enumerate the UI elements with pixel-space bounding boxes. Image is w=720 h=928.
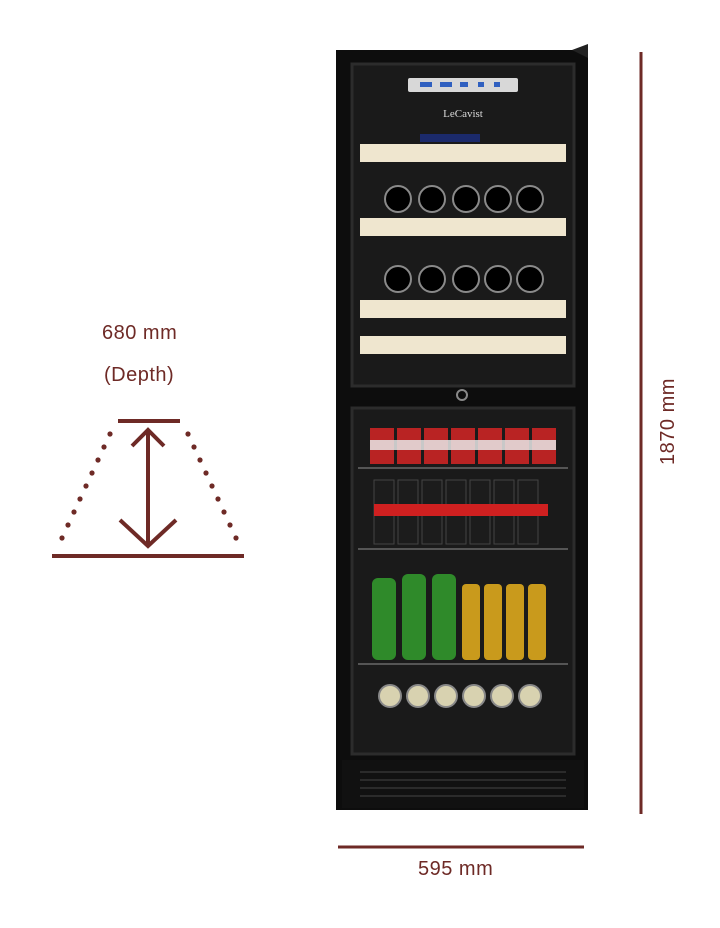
depth-value-label: 680 mm (102, 322, 178, 344)
lecavist-logo: LeCavist (443, 108, 483, 120)
depth-caption-label: (Depth) (104, 364, 175, 386)
width-value-label: 595 mm (418, 858, 494, 880)
depth-indicator-icon (52, 419, 244, 558)
wine-cooler-cabinet: LeCavist (336, 44, 588, 810)
